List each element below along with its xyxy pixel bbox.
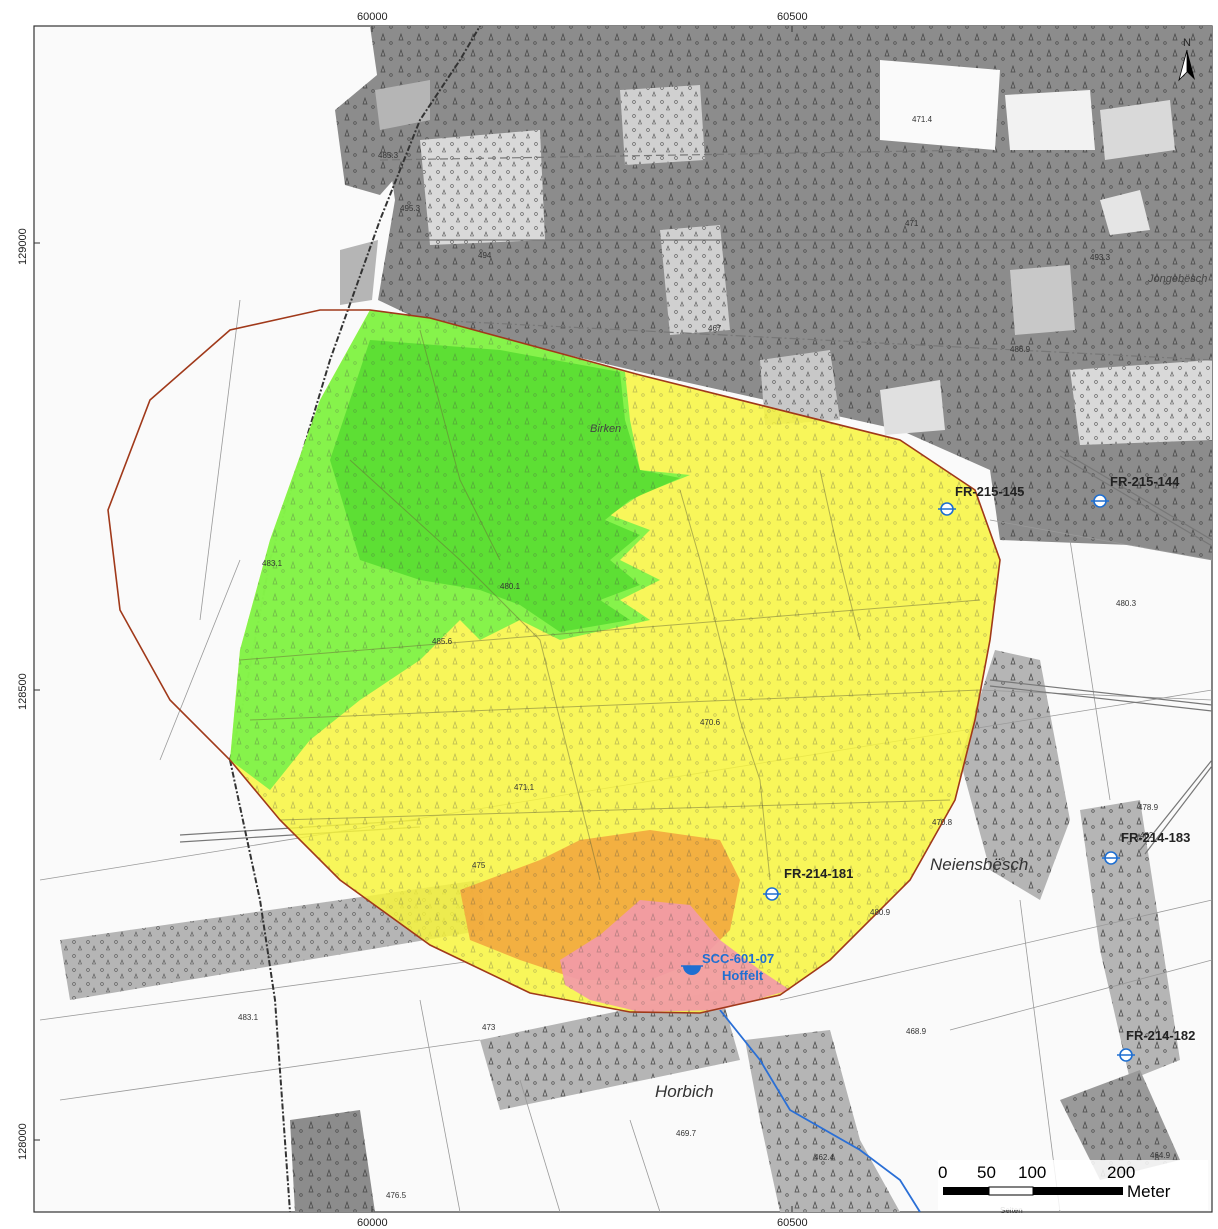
well-fr-214-183[interactable]: FR-214-183 <box>1102 830 1190 865</box>
source-label-name: Hoffelt <box>722 968 764 983</box>
spot-height: 467 <box>708 324 722 333</box>
north-arrow: N <box>1178 37 1195 82</box>
spring-icon <box>683 966 701 975</box>
scale-tick-50: 50 <box>977 1163 996 1182</box>
scale-tick-200: 200 <box>1107 1163 1135 1182</box>
spot-height: 473 <box>482 1023 496 1032</box>
scale-unit: Meter <box>1127 1182 1171 1201</box>
protection-zones <box>230 310 1000 1013</box>
coord-bottom-1: 60000 <box>357 1217 388 1229</box>
place-birken: Birken <box>590 423 621 435</box>
place-seiten: Seiten <box>1000 1206 1023 1215</box>
spot-height: 471.1 <box>514 783 535 792</box>
spot-height: 480.3 <box>1116 599 1137 608</box>
spot-height: 470.8 <box>932 818 953 827</box>
well-fr-215-145[interactable]: FR-215-145 <box>938 484 1024 516</box>
spot-height: 486.9 <box>1010 345 1031 354</box>
well-label: FR-214-183 <box>1121 830 1190 845</box>
source-label-id: SCC-601-07 <box>702 951 774 966</box>
coord-left-3: 128000 <box>17 1123 29 1160</box>
spot-height: 478.9 <box>1138 803 1159 812</box>
place-jongebesch: Jongebësch <box>1147 273 1207 285</box>
coordinate-labels: 60000 60500 60000 60500 129000 128500 12… <box>17 11 808 1229</box>
spot-height: 495.3 <box>400 204 421 213</box>
well-label: FR-215-145 <box>955 484 1024 499</box>
spot-height: 468.9 <box>906 1027 927 1036</box>
well-label: FR-214-181 <box>784 866 853 881</box>
spot-height: 485.3 <box>378 151 399 160</box>
spot-height: 462.4 <box>814 1153 835 1162</box>
spot-height: 482 <box>1140 831 1154 840</box>
well-label: FR-214-182 <box>1126 1028 1195 1043</box>
spot-height: 469.7 <box>676 1129 697 1138</box>
spot-heights: 471.4 471 493.3 467 495.3 494 486.9 483.… <box>238 115 1171 1200</box>
basemap <box>39 26 1212 1212</box>
well-label: FR-215-144 <box>1110 474 1180 489</box>
scale-bar: 0 50 100 200 Meter <box>938 1160 1208 1210</box>
scale-tick-100: 100 <box>1018 1163 1046 1182</box>
spot-height: 480.1 <box>500 582 521 591</box>
spot-height: 471 <box>905 219 919 228</box>
spot-height: 494 <box>478 251 492 260</box>
place-horbich: Horbich <box>655 1082 714 1101</box>
spot-height: 493.3 <box>1090 253 1111 262</box>
spot-height: 470.6 <box>700 718 721 727</box>
coord-top-1: 60000 <box>357 11 388 23</box>
coord-top-2: 60500 <box>777 11 808 23</box>
coord-left-2: 128500 <box>17 673 29 710</box>
frame-ticks <box>34 26 793 1212</box>
coord-left-1: 129000 <box>17 228 29 265</box>
spot-height: 476.5 <box>386 1191 407 1200</box>
spot-height: 480.9 <box>870 908 891 917</box>
well-fr-215-144[interactable]: FR-215-144 <box>1091 474 1180 508</box>
spot-height: 483.1 <box>262 559 283 568</box>
spot-height: 485.6 <box>432 637 453 646</box>
zone-boundary-outline <box>107 309 1001 1014</box>
source-scc-601-07[interactable]: SCC-601-07 Hoffelt <box>681 951 774 983</box>
well-fr-214-181[interactable]: FR-214-181 <box>763 866 853 901</box>
north-arrow-icon <box>1187 50 1195 80</box>
spot-height: 464.9 <box>1150 1151 1171 1160</box>
well-fr-214-182[interactable]: FR-214-182 <box>1117 1028 1195 1062</box>
coord-bottom-2: 60500 <box>777 1217 808 1229</box>
scale-tick-0: 0 <box>938 1163 947 1182</box>
place-neiensbesch: Neiensbësch <box>930 855 1028 874</box>
spot-height: 483.1 <box>238 1013 259 1022</box>
spot-height: 471.4 <box>912 115 933 124</box>
north-label: N <box>1183 37 1191 49</box>
spot-height: 475 <box>472 861 486 870</box>
